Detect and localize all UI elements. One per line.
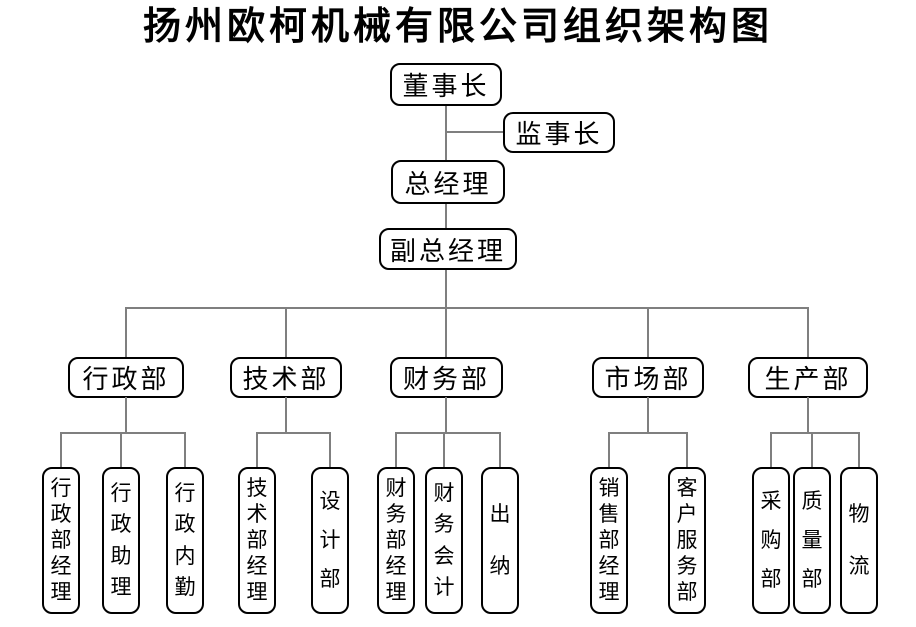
- connector-leaf-drop: [770, 432, 772, 467]
- node-admin-dept-manager: 行政部经理: [42, 467, 80, 614]
- node-dept-production-label: 生产部: [764, 365, 852, 394]
- node-dept-admin: 行政部: [68, 357, 184, 398]
- node-finance-accountant-label: 财务会计: [433, 481, 455, 599]
- node-admin-assistant: 行政助理: [102, 467, 140, 614]
- node-finance-dept-manager-label: 财务部经理: [385, 476, 407, 604]
- connector-leaf-drop: [811, 432, 813, 467]
- connector-gm-dgm: [445, 204, 447, 228]
- node-purchasing-dept-label: 采购部: [760, 489, 782, 591]
- connector-tech-rail: [256, 432, 331, 434]
- connector-leaf-drop: [120, 432, 122, 467]
- node-tech-dept-manager-label: 技术部经理: [246, 476, 268, 604]
- connector-leaf-drop: [608, 432, 610, 467]
- node-deputy-general-manager: 副总经理: [379, 228, 517, 270]
- node-dept-production: 生产部: [748, 357, 868, 398]
- node-cashier-label: 出纳: [489, 502, 511, 578]
- connector-leaf-drop: [686, 432, 688, 467]
- connector-dgm-trunk: [445, 270, 447, 309]
- connector-leaf-drop: [184, 432, 186, 467]
- node-supervisor-label: 监事长: [515, 120, 603, 149]
- connector-leaf-drop: [443, 432, 445, 467]
- connector-chairman-gm: [445, 106, 447, 160]
- node-quality-dept: 质量部: [793, 467, 831, 614]
- connector-production-rail: [770, 432, 860, 434]
- org-chart-title: 扬州欧柯机械有限公司组织架构图: [142, 4, 773, 48]
- connector-drop-finance: [445, 307, 447, 357]
- node-logistics-label: 物流: [848, 502, 870, 578]
- node-chairman: 董事长: [390, 63, 502, 106]
- node-dept-tech: 技术部: [230, 357, 342, 398]
- node-logistics: 物流: [840, 467, 878, 614]
- node-dept-tech-label: 技术部: [242, 365, 330, 394]
- node-customer-service-dept-label: 客户服务部: [676, 476, 698, 604]
- node-deputy-general-manager-label: 副总经理: [389, 236, 506, 266]
- connector-marketing-rail: [608, 432, 688, 434]
- node-admin-clerk-label: 行政内勤: [174, 481, 196, 599]
- connector-drop-tech: [285, 307, 287, 357]
- node-general-manager-label: 总经理: [404, 169, 492, 199]
- node-general-manager: 总经理: [391, 160, 505, 204]
- connector-marketing-branch: [647, 397, 649, 434]
- node-admin-clerk: 行政内勤: [166, 467, 204, 614]
- node-tech-dept-manager: 技术部经理: [238, 467, 276, 614]
- node-dept-finance: 财务部: [390, 357, 503, 398]
- node-dept-marketing: 市场部: [592, 357, 704, 398]
- connector-leaf-drop: [499, 432, 501, 467]
- connector-leaf-drop: [858, 432, 860, 467]
- node-design-dept-label: 设计部: [319, 489, 341, 591]
- connector-tech-branch: [285, 397, 287, 434]
- connector-supervisor-stub: [446, 131, 503, 133]
- connector-leaf-drop: [256, 432, 258, 467]
- connector-leaf-drop: [329, 432, 331, 467]
- connector-drop-admin: [125, 307, 127, 357]
- connector-admin-rail: [60, 432, 186, 434]
- connector-leaf-drop: [395, 432, 397, 467]
- node-design-dept: 设计部: [311, 467, 349, 614]
- connector-admin-branch: [125, 397, 127, 434]
- node-sales-dept-manager: 销售部经理: [590, 467, 628, 614]
- node-quality-dept-label: 质量部: [801, 489, 823, 591]
- node-dept-finance-label: 财务部: [402, 365, 490, 394]
- node-supervisor: 监事长: [503, 112, 615, 153]
- node-chairman-label: 董事长: [402, 72, 490, 101]
- node-admin-assistant-label: 行政助理: [110, 481, 132, 599]
- connector-finance-branch: [445, 397, 447, 434]
- connector-finance-rail: [395, 432, 501, 434]
- node-dept-marketing-label: 市场部: [604, 365, 692, 394]
- node-finance-dept-manager: 财务部经理: [377, 467, 415, 614]
- connector-production-branch: [807, 397, 809, 434]
- node-sales-dept-manager-label: 销售部经理: [598, 476, 620, 604]
- node-finance-accountant: 财务会计: [425, 467, 463, 614]
- node-purchasing-dept: 采购部: [752, 467, 790, 614]
- connector-leaf-drop: [60, 432, 62, 467]
- node-cashier: 出纳: [481, 467, 519, 614]
- connector-main-rail: [125, 307, 809, 309]
- connector-drop-production: [807, 307, 809, 357]
- node-customer-service-dept: 客户服务部: [668, 467, 706, 614]
- node-admin-dept-manager-label: 行政部经理: [50, 476, 72, 604]
- connector-drop-marketing: [647, 307, 649, 357]
- node-dept-admin-label: 行政部: [82, 365, 170, 394]
